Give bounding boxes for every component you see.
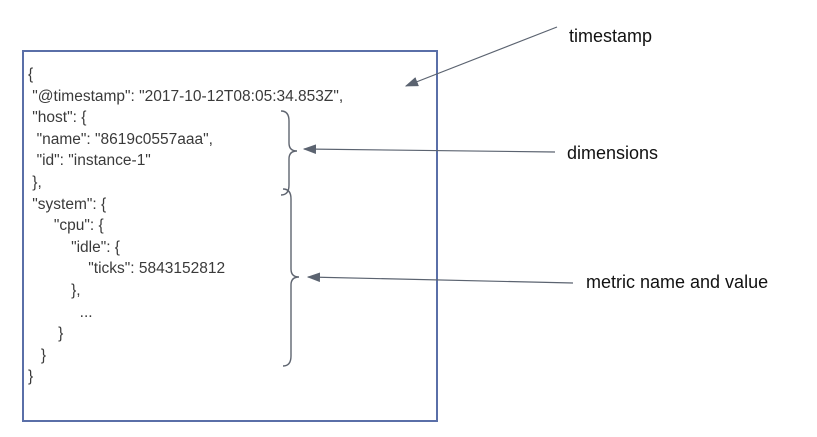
json-line-host-id: "id": "instance-1": [28, 152, 151, 170]
metric-name-and-value-label: metric name and value: [586, 272, 769, 292]
json-line-cpu: "cpu": {: [28, 217, 104, 235]
json-line: }: [28, 368, 34, 386]
json-line: }: [28, 346, 47, 364]
json-line: },: [28, 173, 42, 191]
dimensions-label: dimensions: [567, 143, 659, 163]
json-line-timestamp: "@timestamp": "2017-10-12T08:05:34.853Z"…: [28, 87, 344, 105]
json-line-ellipsis: ...: [28, 303, 93, 321]
json-line: {: [28, 66, 34, 83]
json-line-idle: "idle": {: [28, 238, 120, 256]
json-line-ticks: "ticks": 5843152812: [28, 260, 226, 278]
json-code-block: { "@timestamp": "2017-10-12T08:05:34.853…: [28, 64, 343, 388]
json-line: }: [28, 325, 64, 343]
json-line-host-name: "name": "8619c0557aaa",: [28, 130, 213, 148]
json-event-box: { "@timestamp": "2017-10-12T08:05:34.853…: [22, 50, 438, 422]
json-line-host: "host": {: [28, 109, 87, 127]
timestamp-label: timestamp: [569, 26, 653, 46]
json-line-system: "system": {: [28, 195, 107, 213]
json-line: },: [28, 281, 81, 299]
